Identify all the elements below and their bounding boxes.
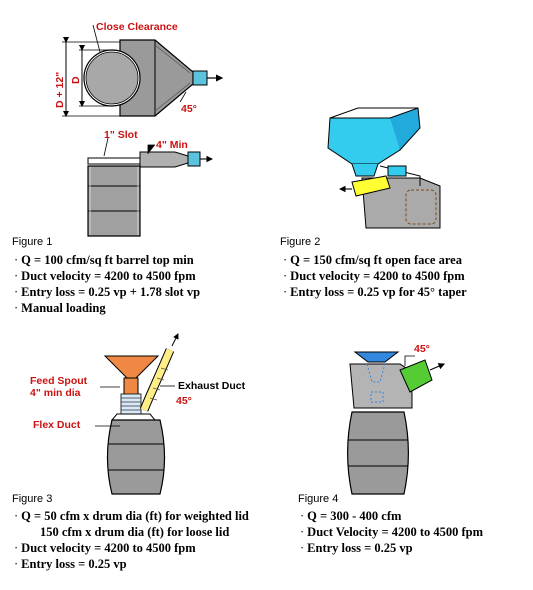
figure3-specs: ·Q = 50 cfm x drum dia (ft) for weighted… (14, 508, 249, 572)
spec-line: ·Entry loss = 0.25 vp for 45° taper (283, 285, 467, 299)
figure2-illustration (327, 107, 441, 229)
figure1-specs: ·Q = 100 cfm/sq ft barrel top min ·Duct … (14, 252, 200, 316)
close-clearance-label: Close Clearance (96, 21, 178, 33)
spec-line: ·Q = 50 cfm x drum dia (ft) for weighted… (14, 509, 249, 523)
spec-line: ·Duct velocity = 4200 to 4500 fpm (283, 269, 465, 283)
spec-line: ·Manual loading (14, 301, 106, 315)
figure1-top-view (62, 24, 224, 117)
spec-line: ·Q = 100 cfm/sq ft barrel top min (14, 253, 194, 267)
exhaust-duct-label: Exhaust Duct (178, 380, 246, 392)
figure3-illustration (95, 333, 179, 495)
spec-line: ·Entry loss = 0.25 vp + 1.78 slot vp (14, 285, 201, 299)
figure3-angle-label: 45° (176, 395, 192, 407)
feed-spout-dia-label: 4" min dia (30, 387, 81, 399)
spec-line: ·Entry loss = 0.25 vp (300, 541, 413, 555)
figure4-illustration (346, 351, 446, 495)
figure4-specs: ·Q = 300 - 400 cfm ·Duct Velocity = 4200… (300, 508, 483, 556)
min-label: 4" Min (156, 139, 188, 151)
figure4-caption: Figure 4 (298, 493, 339, 505)
flex-duct-label: Flex Duct (33, 419, 81, 431)
figure1-caption: Figure 1 (12, 236, 53, 248)
spec-line: ·Q = 300 - 400 cfm (300, 509, 402, 523)
d-label: D (70, 76, 82, 84)
spec-line: 150 cfm x drum dia (ft) for loose lid (40, 525, 230, 539)
figure2-caption: Figure 2 (280, 236, 321, 248)
figure1-angle-label: 45° (181, 103, 197, 115)
spec-line: ·Duct Velocity = 4200 to 4500 fpm (300, 525, 484, 539)
feed-spout-label: Feed Spout (30, 375, 88, 387)
figure2-specs: ·Q = 150 cfm/sq ft open face area ·Duct … (283, 252, 467, 300)
figure3-caption: Figure 3 (12, 493, 53, 505)
spec-line: ·Duct velocity = 4200 to 4500 fpm (14, 269, 196, 283)
figure4-angle-label: 45° (414, 343, 430, 355)
slot-label: 1" Slot (104, 129, 138, 141)
spec-line: ·Duct velocity = 4200 to 4500 fpm (14, 541, 196, 555)
spec-line: ·Q = 150 cfm/sq ft open face area (283, 253, 462, 267)
figure1-illustration: Close Clearance D + 12" D 45° 1" Slot 4"… (54, 21, 224, 237)
spec-line: ·Entry loss = 0.25 vp (14, 557, 127, 571)
figure1-side-view (87, 137, 214, 237)
d-plus-12-label: D + 12" (54, 72, 66, 108)
